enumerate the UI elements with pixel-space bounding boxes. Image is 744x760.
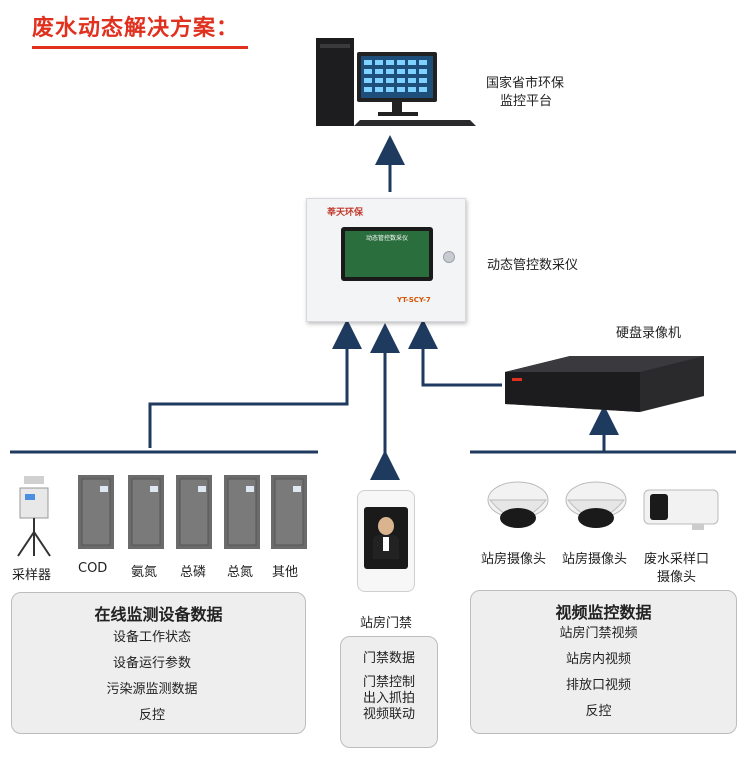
device-label-cod: COD: [78, 561, 108, 576]
camera-label-3-line2: 摄像头: [657, 570, 697, 585]
cod-analyzer-icon: [78, 475, 114, 549]
video-panel-item: 站房内视频: [565, 652, 631, 667]
collector-brand: 莘天环保: [327, 208, 364, 218]
access-terminal-icon: [357, 490, 415, 592]
online-data-panel: 在线监测设备数据 设备工作状态 设备运行参数 污染源监测数据 反控: [11, 592, 306, 734]
camera-label-2: 站房摄像头: [562, 552, 628, 567]
video-panel-item: 排放口视频: [565, 678, 631, 693]
collector-model: YT-SCY-7: [397, 296, 431, 304]
access-data-panel: 门禁数据 门禁控制 出入抓拍 视频联动: [340, 636, 438, 748]
ammonia-analyzer-icon: [128, 475, 164, 549]
collector-screen-text: 动态管控数采仪: [365, 235, 408, 242]
video-panel-item: 站房门禁视频: [559, 626, 638, 641]
title-underline: [32, 46, 248, 49]
device-label-nitrogen: 总氮: [227, 565, 254, 580]
online-panel-title: 在线监测设备数据: [94, 605, 223, 624]
dome-camera-icon: [565, 481, 627, 528]
device-label-other: 其他: [272, 565, 299, 580]
collector-screen: 动态管控数采仪: [341, 227, 433, 281]
bullet-camera-icon: [643, 489, 719, 530]
video-panel-item: 反控: [585, 704, 612, 719]
access-label: 站房门禁: [360, 616, 413, 631]
online-panel-item: 反控: [138, 708, 165, 723]
access-panel-item: 视频联动: [362, 707, 415, 722]
access-panel-item: 出入抓拍: [362, 691, 415, 706]
sampler-icon: [17, 476, 51, 557]
online-panel-item: 污染源监测数据: [106, 682, 198, 697]
device-label-phosphorus: 总磷: [180, 565, 207, 580]
camera-label-1: 站房摄像头: [481, 552, 547, 567]
camera-label-3-line1: 废水采样口: [644, 552, 710, 567]
device-label-ammonia: 氨氮: [131, 565, 158, 580]
collector-button-icon: [443, 251, 455, 263]
phosphorus-analyzer-icon: [176, 475, 212, 549]
online-panel-item: 设备运行参数: [112, 656, 191, 671]
online-panel-item: 设备工作状态: [112, 630, 191, 645]
collector-label: 动态管控数采仪: [487, 258, 579, 273]
video-panel-title: 视频监控数据: [555, 603, 652, 622]
video-data-panel: 视频监控数据 站房门禁视频 站房内视频 排放口视频 反控: [470, 590, 737, 734]
arrow-online-to-collector: [148, 319, 362, 448]
arrow-dvr-to-collector: [408, 319, 502, 387]
other-analyzer-icon: [271, 475, 307, 549]
dome-camera-icon: [487, 481, 549, 528]
collector-device: 莘天环保 动态管控数采仪 YT-SCY-7: [306, 198, 466, 322]
access-panel-item: 门禁控制: [362, 675, 415, 690]
platform-label-line2: 监控平台: [500, 94, 553, 109]
platform-label-line1: 国家省市环保: [486, 76, 565, 91]
page-title: 废水动态解决方案：: [32, 16, 240, 41]
nitrogen-analyzer-icon: [224, 475, 260, 549]
device-label-sampler: 采样器: [12, 568, 52, 583]
dvr-label: 硬盘录像机: [616, 326, 682, 341]
access-panel-item: 门禁数据: [362, 651, 415, 666]
